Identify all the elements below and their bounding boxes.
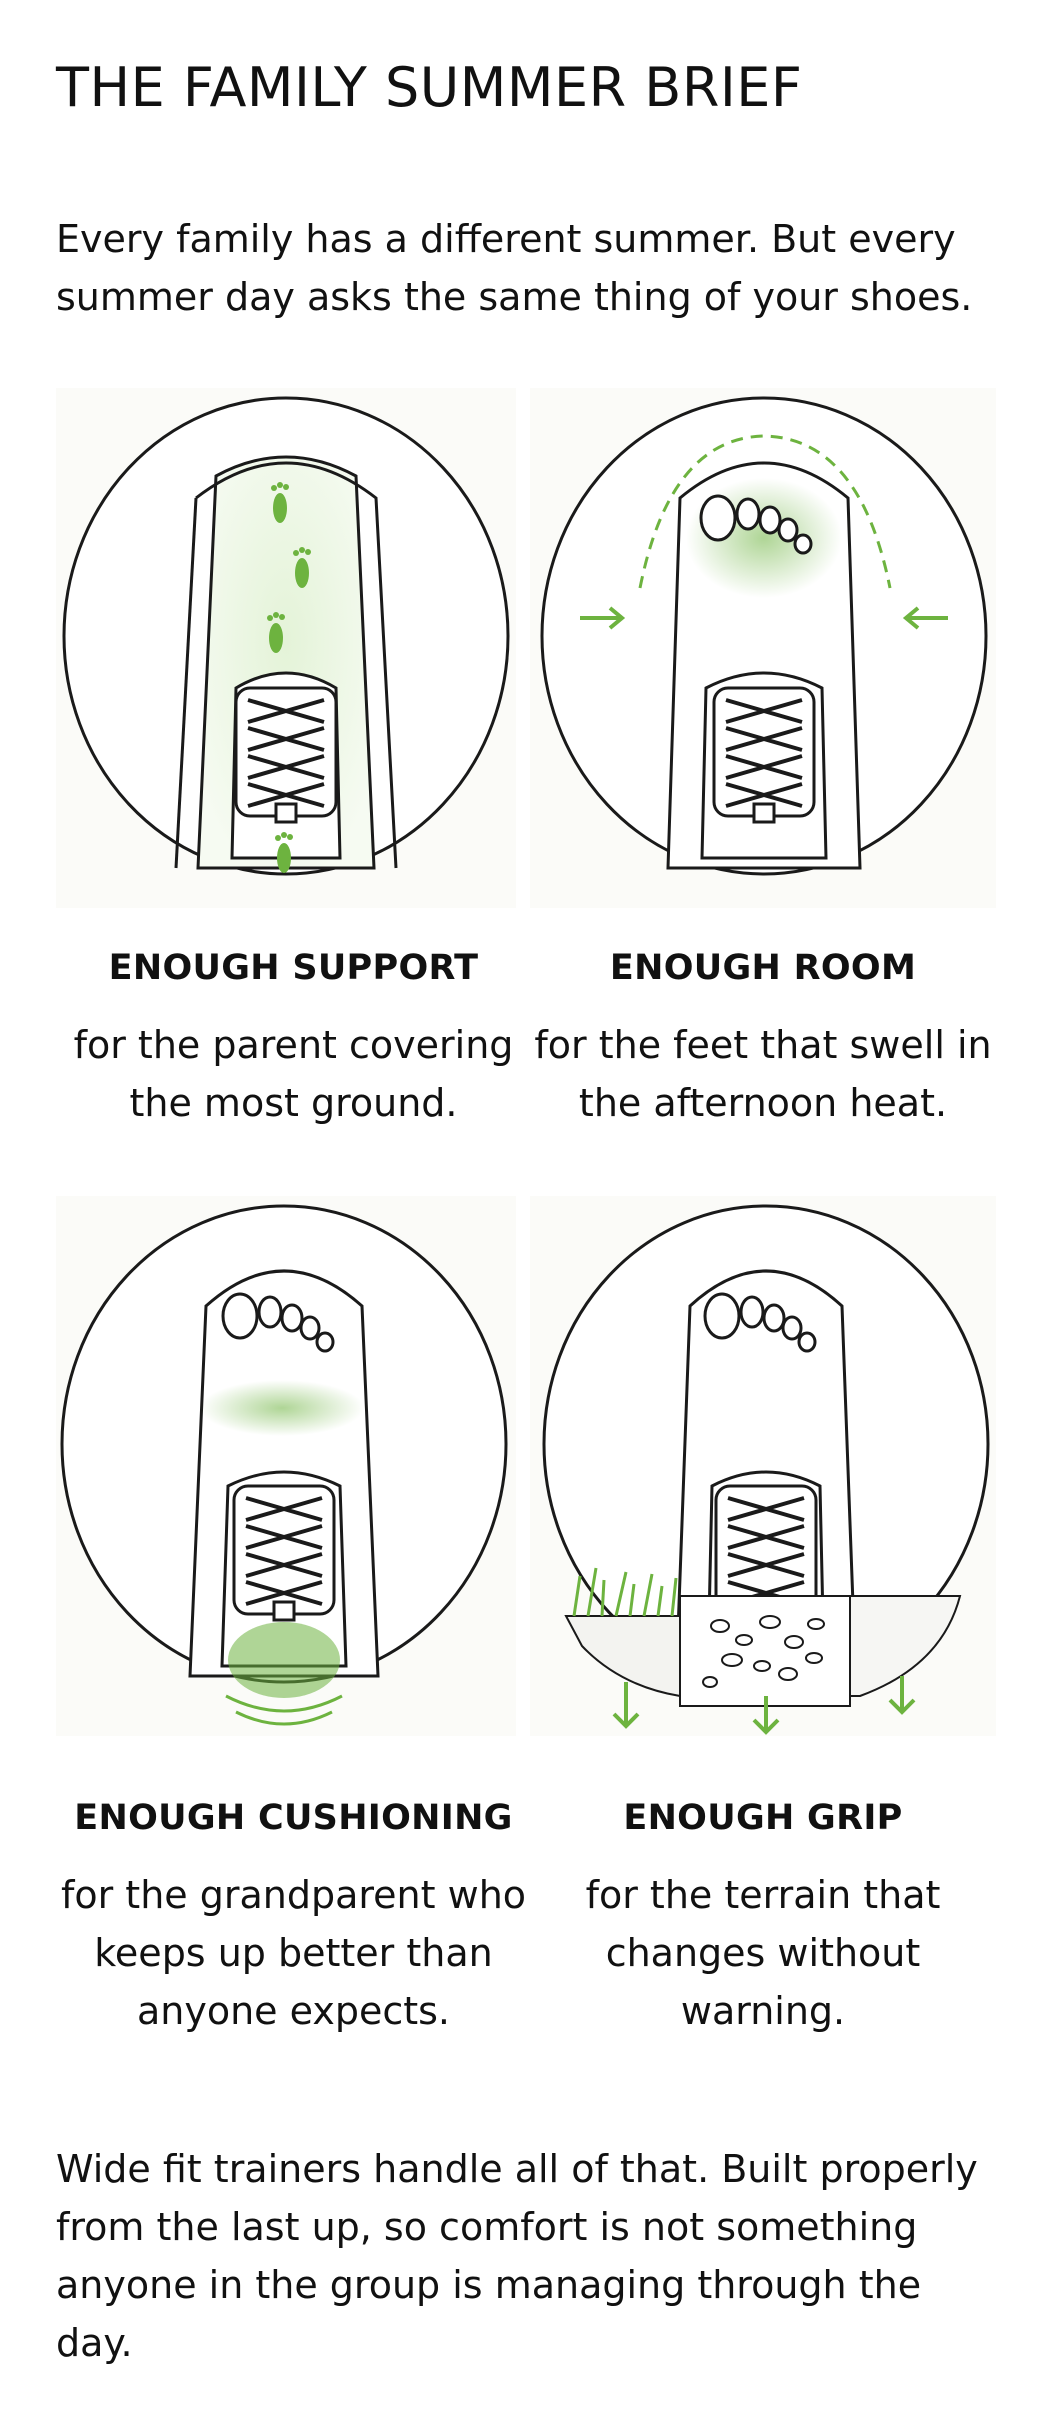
card-text-support: for the parent covering the most ground. — [73, 1023, 514, 1125]
card-title-cushioning: ENOUGH CUSHIONING — [74, 1798, 513, 1838]
support-illustration-panel — [56, 388, 516, 908]
shoe-with-highlighted-cushion-zones-icon — [60, 1204, 508, 1726]
card-text-cushioning: for the grandparent who keeps up better … — [60, 1873, 527, 2033]
card-title-grip: ENOUGH GRIP — [623, 1798, 903, 1838]
closing-text: Wide fit trainers handle all of that. Bu… — [56, 2147, 978, 2365]
shoe-with-visible-toes-and-width-arrows-icon — [540, 396, 988, 876]
card-title-support: ENOUGH SUPPORT — [108, 948, 479, 988]
card-title-room: ENOUGH ROOM — [609, 948, 917, 988]
grip-illustration-panel — [530, 1196, 996, 1736]
cushioning-illustration-panel — [56, 1196, 516, 1736]
shoe-on-mixed-terrain-with-down-arrows-icon — [542, 1204, 990, 1735]
card-text-grip: for the terrain that changes without war… — [585, 1873, 941, 2033]
intro-text: Every family has a different summer. But… — [56, 217, 973, 319]
shoe-top-view-with-footprints-icon — [62, 396, 510, 876]
room-illustration-panel — [530, 388, 996, 908]
page-title: THE FAMILY SUMMER BRIEF — [56, 56, 803, 119]
card-text-room: for the feet that swell in the afternoon… — [534, 1023, 992, 1125]
